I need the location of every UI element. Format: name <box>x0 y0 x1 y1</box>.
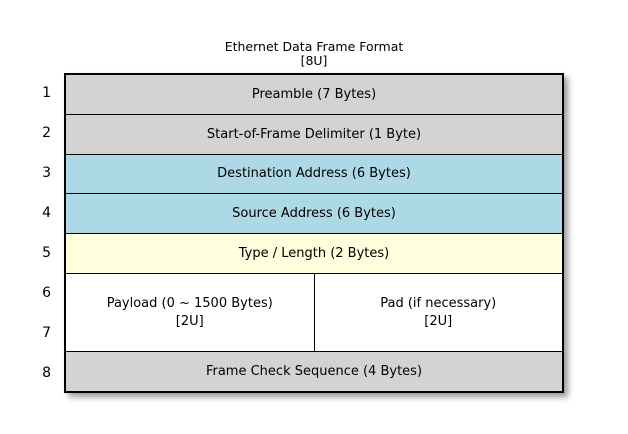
row-number-2: 2 <box>42 125 51 141</box>
row-number-6: 6 <box>42 285 51 301</box>
row-number-4: 4 <box>42 205 51 221</box>
payload-label: Payload (0 ~ 1500 Bytes) <box>106 296 273 311</box>
pad-label: Pad (if necessary) <box>380 296 497 311</box>
frame-row-type-length: Type / Length (2 Bytes) <box>66 233 562 273</box>
pad-annotation: [2U] <box>424 314 453 329</box>
frame-cell-pad: Pad (if necessary) [2U] <box>315 274 563 352</box>
frame-row-source-address: Source Address (6 Bytes) <box>66 193 562 233</box>
frame-row-sfd: Start-of-Frame Delimiter (1 Byte) <box>66 113 562 154</box>
row-number-8: 8 <box>42 365 51 381</box>
frame-format-table: Preamble (7 Bytes) Start-of-Frame Delimi… <box>64 73 564 393</box>
row-number-7: 7 <box>42 325 51 341</box>
frame-row-preamble: Preamble (7 Bytes) <box>66 75 562 114</box>
row-number-1: 1 <box>42 85 51 101</box>
row-number-gutter: 1 2 3 4 5 6 7 8 <box>0 73 56 393</box>
frame-row-fcs: Frame Check Sequence (4 Bytes) <box>66 351 562 391</box>
row-number-5: 5 <box>42 245 51 261</box>
frame-row-destination-address: Destination Address (6 Bytes) <box>66 153 562 194</box>
frame-cell-payload: Payload (0 ~ 1500 Bytes) [2U] <box>66 273 315 352</box>
payload-annotation: [2U] <box>175 314 204 329</box>
frame-row-payload-pad: Payload (0 ~ 1500 Bytes) [2U] Pad (if ne… <box>66 272 563 352</box>
diagram-subtitle: [8U] <box>300 53 328 68</box>
diagram-title-block: Ethernet Data Frame Format [8U] <box>64 40 564 68</box>
diagram-title: Ethernet Data Frame Format <box>224 39 404 54</box>
row-number-3: 3 <box>42 165 51 181</box>
